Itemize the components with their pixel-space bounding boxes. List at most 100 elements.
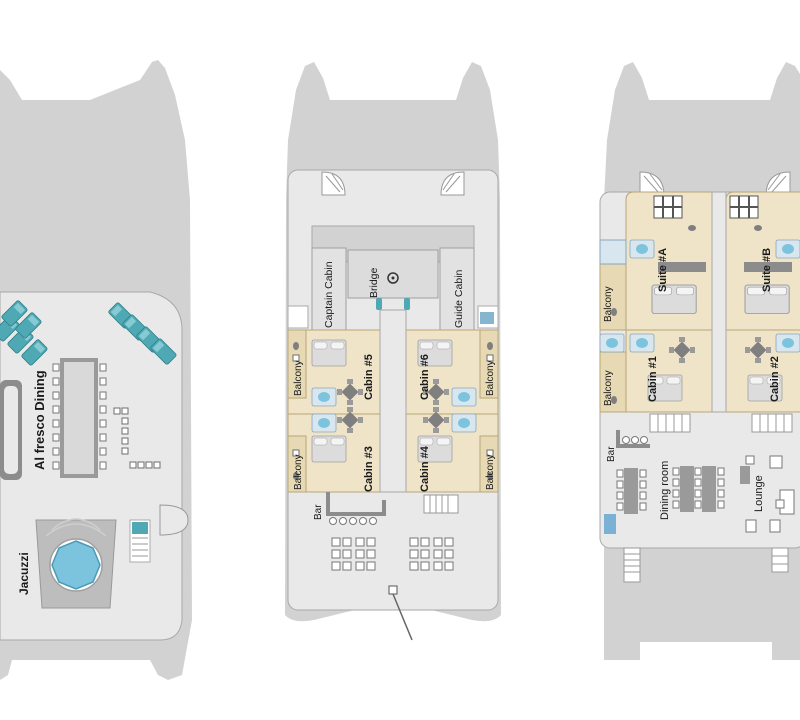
chair [355, 537, 365, 547]
captain-cabin [311, 247, 347, 331]
chair [99, 363, 107, 372]
chair [444, 561, 454, 571]
dining-chairs [52, 363, 107, 470]
cabin-1-label: Cabin #1 [647, 356, 659, 402]
chair [52, 433, 60, 442]
dining-table [60, 358, 98, 478]
chair [99, 433, 107, 442]
chair [717, 467, 725, 476]
chair [366, 549, 376, 559]
chair [52, 461, 60, 470]
lounge-label: Lounge [753, 475, 765, 512]
chair [409, 537, 419, 547]
upper-cabins [287, 309, 499, 493]
chair [52, 419, 60, 428]
chair [639, 491, 647, 500]
cabin-2-label: Cabin #2 [769, 356, 781, 402]
chair [52, 391, 60, 400]
bar-stools [329, 517, 377, 525]
chair [639, 480, 647, 489]
stern-railing [159, 504, 189, 536]
chair [342, 537, 352, 547]
chair [342, 561, 352, 571]
balcony-label: Balcony [603, 286, 614, 322]
bar-label: Bar [313, 504, 324, 520]
balcony-label: Balcony [603, 370, 614, 406]
chair [616, 469, 624, 478]
chair [99, 419, 107, 428]
bridge-label: Bridge [368, 267, 380, 298]
chair [433, 537, 443, 547]
main-deck: Suite #A Suite #B Cabin #1 Cabin #2 Balc… [599, 62, 800, 660]
bar-counter [616, 430, 650, 448]
chair [409, 549, 419, 559]
al-fresco-dining-label: Al fresco Dining [32, 370, 47, 470]
balcony-label: Balcony [485, 454, 496, 490]
chair [52, 377, 60, 386]
stairs-icon [649, 413, 793, 433]
bridge [347, 249, 439, 299]
chair [99, 461, 107, 470]
chair [331, 549, 341, 559]
chair [420, 561, 430, 571]
stairs-icon [623, 547, 789, 583]
chair [444, 549, 454, 559]
cabin-3-label: Cabin #3 [363, 446, 375, 492]
chair [420, 549, 430, 559]
chair [694, 467, 702, 476]
chair [366, 561, 376, 571]
dining-tables [624, 466, 716, 514]
anchor-icon [388, 585, 413, 641]
stairs-icon [423, 494, 459, 514]
chair [616, 491, 624, 500]
guide-cabin-label: Guide Cabin [453, 269, 465, 328]
toilet-icon [611, 225, 762, 404]
bar-counter [326, 492, 386, 516]
chair [420, 537, 430, 547]
chair [52, 447, 60, 456]
jacuzzi-icon [45, 518, 107, 592]
dining-chairs [616, 467, 725, 511]
chair [717, 500, 725, 509]
suite-b-label: Suite #B [761, 248, 773, 292]
chair [717, 489, 725, 498]
chair [409, 561, 419, 571]
outdoor-seating [331, 537, 454, 571]
toilet-icon [293, 342, 493, 480]
upper-deck: Bridge Captain Cabin Guide Cabin [285, 62, 501, 641]
bar-stools [622, 436, 648, 444]
suite-a-label: Suite #A [657, 248, 669, 292]
chair [99, 391, 107, 400]
chair [331, 561, 341, 571]
bar-label: Bar [606, 446, 617, 462]
chair [672, 500, 680, 509]
chair [355, 549, 365, 559]
chair [99, 377, 107, 386]
stairs-icon [129, 519, 151, 563]
sun-deck: Al fresco Dining Jacuzzi [0, 60, 192, 680]
chair [433, 549, 443, 559]
lounge-furniture [740, 455, 795, 533]
cabin-4-label: Cabin #4 [419, 445, 431, 492]
chair [694, 478, 702, 487]
chair [99, 405, 107, 414]
cabin-5-label: Cabin #5 [363, 354, 375, 400]
chair [342, 549, 352, 559]
chair [616, 502, 624, 511]
balcony-label: Balcony [293, 360, 304, 396]
dining-room-label: Dining room [659, 461, 671, 520]
chair [366, 537, 376, 547]
chair [672, 467, 680, 476]
guide-cabin [439, 247, 475, 331]
cabin-6-label: Cabin #6 [419, 354, 431, 400]
balcony-label: Balcony [485, 360, 496, 396]
chair [639, 502, 647, 511]
chair [433, 561, 443, 571]
chair [99, 447, 107, 456]
balcony-label: Balcony [293, 454, 304, 490]
helm-icon [387, 272, 399, 284]
chair [52, 405, 60, 414]
stairs-icon [321, 171, 465, 196]
chair [616, 480, 624, 489]
